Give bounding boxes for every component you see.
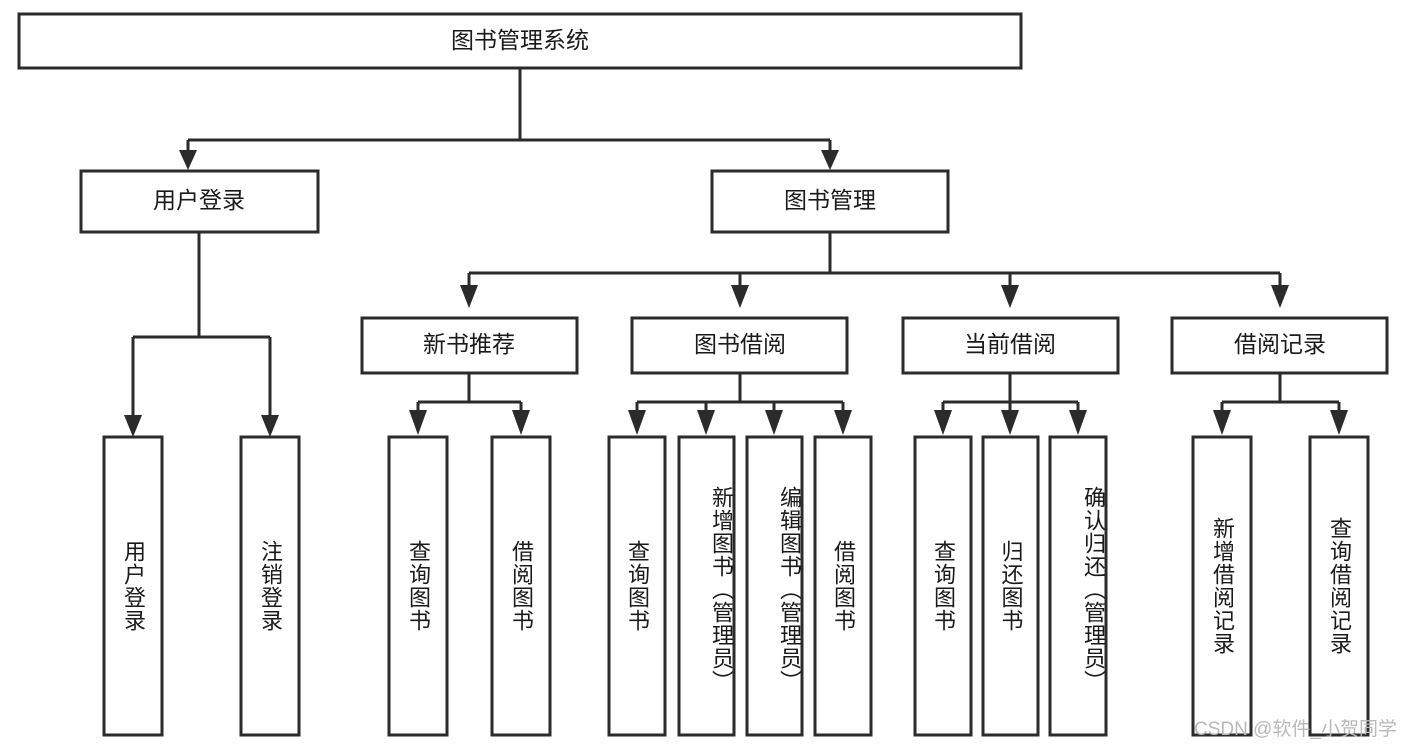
node-borrow-record-label: 借阅记录 — [1234, 331, 1326, 357]
leaf-query-book-1-box[interactable] — [387, 435, 449, 737]
node-book-manage-label: 图书管理 — [784, 187, 876, 213]
connector-newbook-to-leaves — [409, 373, 530, 435]
node-current-borrow-box[interactable] — [901, 316, 1120, 375]
connector-currentborrow-to-leaves — [934, 373, 1087, 435]
node-book-borrow-label: 图书借阅 — [694, 331, 786, 357]
node-user-login-label: 用户登录 — [153, 187, 245, 213]
node-book-borrow-box[interactable] — [630, 316, 849, 375]
leaf-confirm-return-box[interactable] — [1048, 435, 1108, 737]
connector-bookmanage-to-level3 — [460, 232, 1289, 308]
leaf-query-book-2-box[interactable] — [607, 435, 667, 737]
node-new-book-recommend-box[interactable] — [360, 316, 579, 375]
connector-root-to-level2 — [179, 68, 839, 170]
leaf-add-record-box[interactable] — [1191, 435, 1253, 737]
leaf-query-book-3-box[interactable] — [913, 435, 973, 737]
node-current-borrow-label: 当前借阅 — [964, 331, 1056, 357]
leaf-add-book-box[interactable] — [677, 435, 736, 737]
node-user-login-box[interactable] — [79, 169, 320, 234]
connector-borrowrecord-to-leaves — [1213, 373, 1348, 435]
csdn-watermark: CSDN @软件_小贺同学 — [1194, 719, 1397, 740]
node-root-label: 图书管理系统 — [451, 27, 589, 53]
leaf-query-record-box[interactable] — [1308, 435, 1370, 737]
node-borrow-record-box[interactable] — [1170, 316, 1389, 375]
leaf-edit-book-box[interactable] — [745, 435, 804, 737]
node-book-manage-box[interactable] — [710, 169, 950, 234]
leaf-logout-login-box[interactable] — [239, 435, 301, 737]
node-new-book-recommend-label: 新书推荐 — [423, 331, 515, 357]
connector-bookborrow-to-leaves — [628, 373, 852, 435]
leaf-return-book-box[interactable] — [981, 435, 1040, 737]
connector-userlogin-to-leaves — [124, 232, 279, 437]
leaf-borrow-book-1-box[interactable] — [490, 435, 552, 737]
node-root-box[interactable] — [17, 12, 1023, 70]
leaf-user-login-box[interactable] — [102, 435, 164, 737]
leaf-borrow-book-2-box[interactable] — [813, 435, 873, 737]
